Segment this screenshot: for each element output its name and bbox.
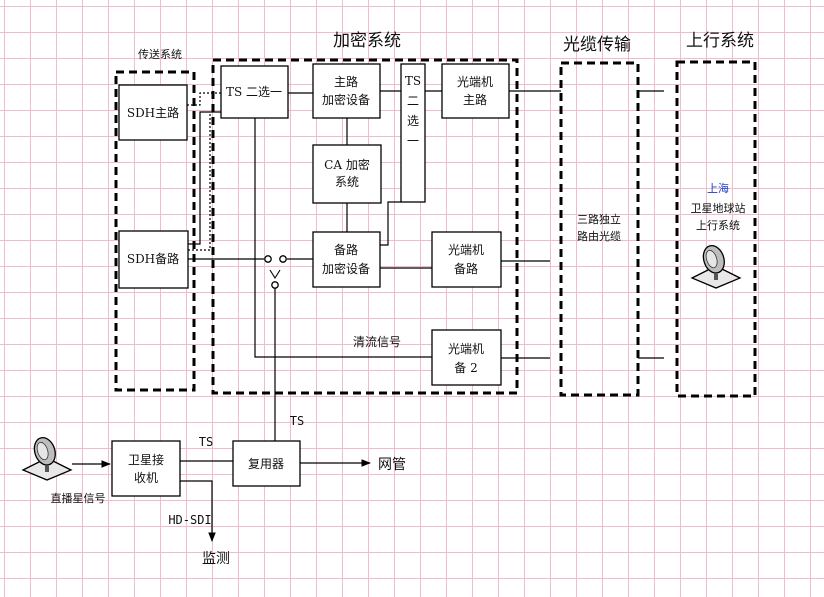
ts-lower-label: TS: [199, 435, 213, 449]
transmission-group: [114, 70, 196, 392]
backup-encryption-block: 备路 加密设备: [312, 231, 381, 288]
satellite-dish-icon: [690, 245, 742, 289]
switch-contact: [271, 281, 279, 289]
optical-backup2-block: 光端机 备 2: [431, 329, 502, 386]
ts-upper-label: TS: [290, 414, 304, 428]
sdh-main-block: SDH主路: [118, 84, 188, 141]
optical-backup2-line2: 备 2: [454, 361, 477, 375]
network-mgmt-label: 网管: [378, 457, 406, 473]
sdh-backup-block: SDH备路: [118, 230, 189, 289]
main-encryption-block: 主路 加密设备: [312, 63, 381, 119]
ca-enc-line2: 系统: [335, 175, 359, 189]
fiber-group-title: 光缆传输: [563, 35, 631, 55]
uplink-station-line1: 卫星地球站: [691, 201, 746, 215]
main-enc-line1: 主路: [334, 74, 358, 89]
optical-backup-line2: 备路: [454, 261, 478, 276]
satellite-dish-icon: [21, 437, 73, 481]
connection-lines: [180, 90, 664, 462]
ts-select-vertical-block: TS 二 选 一: [400, 63, 426, 203]
optical-main-line2: 主路: [463, 92, 487, 107]
switch-contact: [279, 255, 287, 263]
fiber-route-line2: 路由光缆: [577, 229, 621, 243]
ts-select-label: TS 二选一: [226, 85, 282, 99]
receiver-line2: 收机: [134, 471, 158, 485]
satellite-receiver-block: 卫星接 收机: [111, 440, 181, 497]
optical-backup2-line1: 光端机: [448, 342, 484, 356]
mux-label: 复用器: [248, 457, 284, 471]
transmission-group-title: 传送系统: [138, 47, 182, 61]
dbs-signal-label: 直播星信号: [51, 491, 106, 505]
optical-main-line1: 光端机: [457, 75, 493, 89]
receiver-line1: 卫星接: [128, 452, 164, 467]
uplink-group-title: 上行系统: [686, 31, 754, 51]
optical-backup-line1: 光端机: [448, 243, 484, 257]
monitor-label: 监测: [202, 551, 230, 567]
encryption-group-title: 加密系统: [333, 31, 401, 51]
uplink-group: [675, 60, 757, 398]
fiber-route-line1: 三路独立: [577, 212, 621, 226]
optical-backup-block: 光端机 备路: [431, 231, 502, 288]
ts-select-v-2: 二: [407, 94, 419, 108]
ca-encryption-block: CA 加密 系统: [312, 144, 382, 204]
multiplexer-block: 复用器: [232, 440, 301, 487]
backup-enc-line2: 加密设备: [322, 261, 370, 276]
encryption-group: [211, 58, 519, 395]
sdh-main-label: SDH主路: [127, 105, 179, 120]
switch-contact: [264, 255, 272, 263]
backup-enc-line1: 备路: [334, 242, 358, 257]
switch-arrow: [269, 269, 281, 280]
ts-select-v-1: TS: [405, 74, 421, 88]
monitor-arrow: [180, 480, 216, 542]
uplink-station-line2: 上行系统: [696, 219, 740, 232]
ts-select-v-4: 一: [407, 134, 419, 148]
optical-main-block: 光端机 主路: [441, 63, 510, 119]
ts-select-v-3: 选: [407, 114, 419, 128]
ts-select-block: TS 二选一: [220, 65, 289, 119]
sdh-backup-label: SDH备路: [127, 251, 179, 266]
uplink-city-label: 上海: [707, 181, 729, 195]
clear-signal-label: 清流信号: [353, 335, 401, 349]
ca-enc-line1: CA 加密: [324, 157, 370, 172]
main-enc-line2: 加密设备: [322, 92, 370, 107]
hd-sdi-label: HD-SDI: [168, 513, 211, 527]
fiber-group: [559, 61, 640, 397]
